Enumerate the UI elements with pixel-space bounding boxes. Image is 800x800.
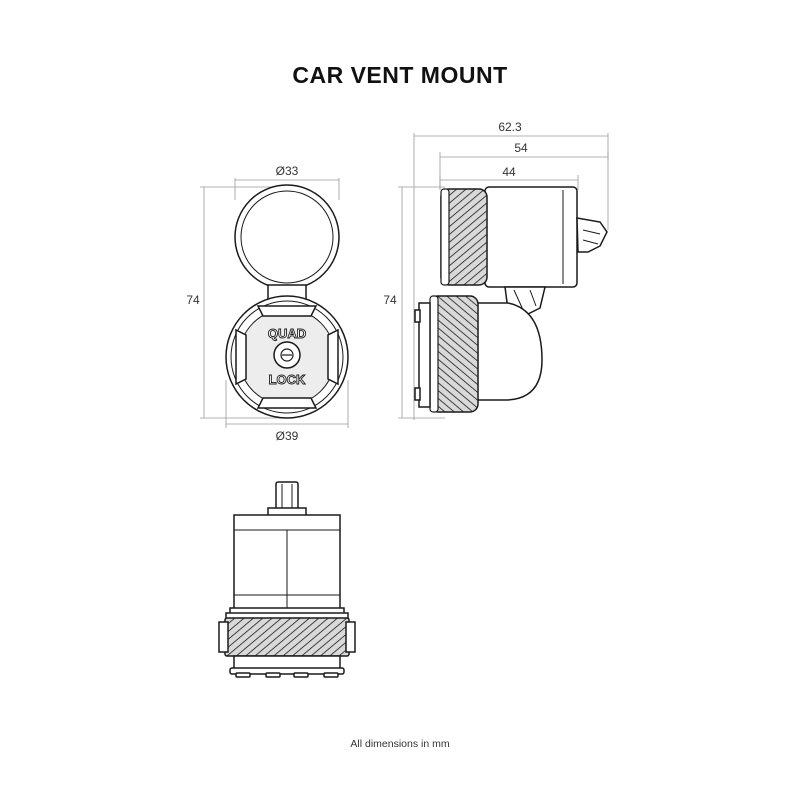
side-view: 62.3 54 44 74 <box>383 120 609 420</box>
front-view: Ø33 74 Ø39 <box>186 164 349 443</box>
bottom-diameter-label: Ø39 <box>276 429 299 443</box>
drawing-title: CAR VENT MOUNT <box>292 62 508 88</box>
bottom-disc <box>225 295 349 419</box>
dimension-front-height: 74 <box>186 186 280 419</box>
bottom-view-base-plate <box>229 655 345 678</box>
side-height-label: 74 <box>383 293 397 307</box>
bottom-view <box>218 481 356 678</box>
top-disc <box>234 184 340 290</box>
dimension-side-width-body: 44 <box>439 165 579 190</box>
quad-lock-logo: QUAD LOCK <box>267 326 306 388</box>
side-width-mid-label: 54 <box>514 141 528 155</box>
footer-note: All dimensions in mm <box>350 738 450 750</box>
vent-clip-body <box>484 186 608 288</box>
front-height-label: 74 <box>186 293 200 307</box>
side-width-total-label: 62.3 <box>498 120 522 134</box>
dimension-top-diameter: Ø33 <box>234 164 340 200</box>
ball-joint-dome <box>473 302 543 401</box>
side-mount-plate <box>414 302 431 408</box>
svg-text:LOCK: LOCK <box>269 372 306 387</box>
dimension-side-height: 74 <box>383 186 445 419</box>
lower-knurled-collar <box>429 295 479 413</box>
bottom-view-knurled-band <box>218 617 356 657</box>
top-diameter-label: Ø33 <box>276 164 299 178</box>
dimension-bottom-diameter: Ø39 <box>225 380 349 443</box>
dimension-side-width-mid: 54 <box>439 141 609 190</box>
svg-text:QUAD: QUAD <box>268 326 306 341</box>
side-width-body-label: 44 <box>502 165 516 179</box>
dimension-side-width-total: 62.3 <box>413 120 609 420</box>
upper-knurled-collar <box>440 188 488 286</box>
